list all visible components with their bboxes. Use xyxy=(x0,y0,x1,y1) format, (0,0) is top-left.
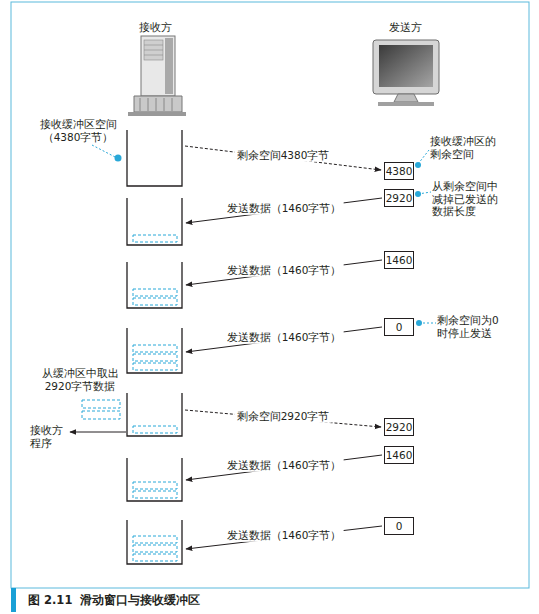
data-block xyxy=(133,354,177,361)
data-block xyxy=(133,491,177,498)
window-size-box: 1460 xyxy=(384,446,414,464)
arrow-label: 发送数据（1460字节） xyxy=(225,264,344,277)
window-arrow xyxy=(185,146,381,170)
buffer-bucket xyxy=(127,520,182,564)
arrow-label: 剩余空间2920字节 xyxy=(235,410,332,423)
send-arrow xyxy=(186,198,382,223)
data-block xyxy=(133,426,177,433)
send-arrow xyxy=(186,455,382,480)
buffer-bucket xyxy=(127,393,182,436)
arrow-label: 发送数据（1460字节） xyxy=(225,459,344,472)
buffer-bucket xyxy=(127,328,182,373)
arrow-label: 发送数据（1460字节） xyxy=(225,529,344,542)
data-block xyxy=(133,482,177,489)
arrow-label: 发送数据（1460字节） xyxy=(225,331,344,344)
data-block xyxy=(133,289,177,296)
buffer-bucket xyxy=(127,130,182,186)
data-block xyxy=(133,545,177,552)
monitor-neck xyxy=(394,94,418,102)
data-block xyxy=(133,345,177,352)
callout-note: 从剩余空间中 减掉已发送的 数据长度 xyxy=(432,180,502,218)
data-block xyxy=(133,363,177,370)
monitor-bezel xyxy=(373,40,439,94)
server-bays xyxy=(144,40,163,60)
callout-dot xyxy=(115,155,122,162)
window-arrow xyxy=(185,410,381,427)
server-foot xyxy=(128,112,186,116)
data-block xyxy=(133,298,177,305)
callout-note: 接收缓冲区空间 （4380字节） xyxy=(36,118,120,143)
callout-note: 接收方 程序 xyxy=(30,424,68,449)
monitor-base xyxy=(378,102,434,106)
server-bay-lines xyxy=(144,45,163,55)
send-arrow xyxy=(186,260,382,285)
window-size-value: 1460 xyxy=(386,449,413,461)
data-block xyxy=(133,554,177,561)
leader-line xyxy=(418,150,429,164)
window-size-value: 2920 xyxy=(386,421,413,433)
window-size-box: 1460 xyxy=(384,251,414,269)
read-arrow xyxy=(70,432,126,433)
callout-note: 接收方 xyxy=(125,21,185,34)
callout-note: 发送方 xyxy=(375,21,435,34)
window-size-value: 4380 xyxy=(386,165,413,177)
arrow-label: 剩余空间4380字节 xyxy=(235,149,332,162)
window-size-box: 4380 xyxy=(384,162,414,180)
caption-bar xyxy=(11,588,16,612)
buffer-bucket xyxy=(127,458,182,501)
buffer-bucket xyxy=(127,262,182,308)
window-size-box: 2920 xyxy=(384,418,414,436)
figure-caption: 图 2.11 滑动窗口与接收缓冲区 xyxy=(28,593,200,608)
server-side xyxy=(165,38,173,94)
callout-dot xyxy=(415,191,421,197)
data-block xyxy=(82,411,120,419)
window-size-value: 0 xyxy=(396,321,403,333)
leader-line xyxy=(92,145,117,158)
data-block xyxy=(82,400,120,408)
send-arrow xyxy=(186,526,382,549)
window-size-box: 2920 xyxy=(384,189,414,207)
callout-note: 从缓冲区中取出 2920字节数据 xyxy=(38,367,122,392)
monitor-screen xyxy=(379,45,433,87)
window-size-value: 1460 xyxy=(386,254,413,266)
callout-note: 剩余空间为0 时停止发送 xyxy=(437,314,501,339)
window-size-box: 0 xyxy=(384,318,414,336)
figure-frame xyxy=(11,2,529,588)
window-size-box: 0 xyxy=(384,517,414,535)
data-block xyxy=(133,235,177,242)
buffer-bucket xyxy=(127,198,182,245)
window-size-value: 0 xyxy=(396,520,403,532)
callout-dot xyxy=(415,162,421,168)
window-size-value: 2920 xyxy=(386,192,413,204)
send-arrow xyxy=(186,327,382,352)
server-pedestal xyxy=(134,96,182,112)
callout-note: 接收缓冲区的 剩余空间 xyxy=(430,135,500,160)
server-fins xyxy=(140,98,172,111)
arrow-label: 发送数据（1460字节） xyxy=(225,202,344,215)
callout-dot xyxy=(416,320,422,326)
server-tower xyxy=(141,36,175,96)
data-block xyxy=(133,536,177,543)
